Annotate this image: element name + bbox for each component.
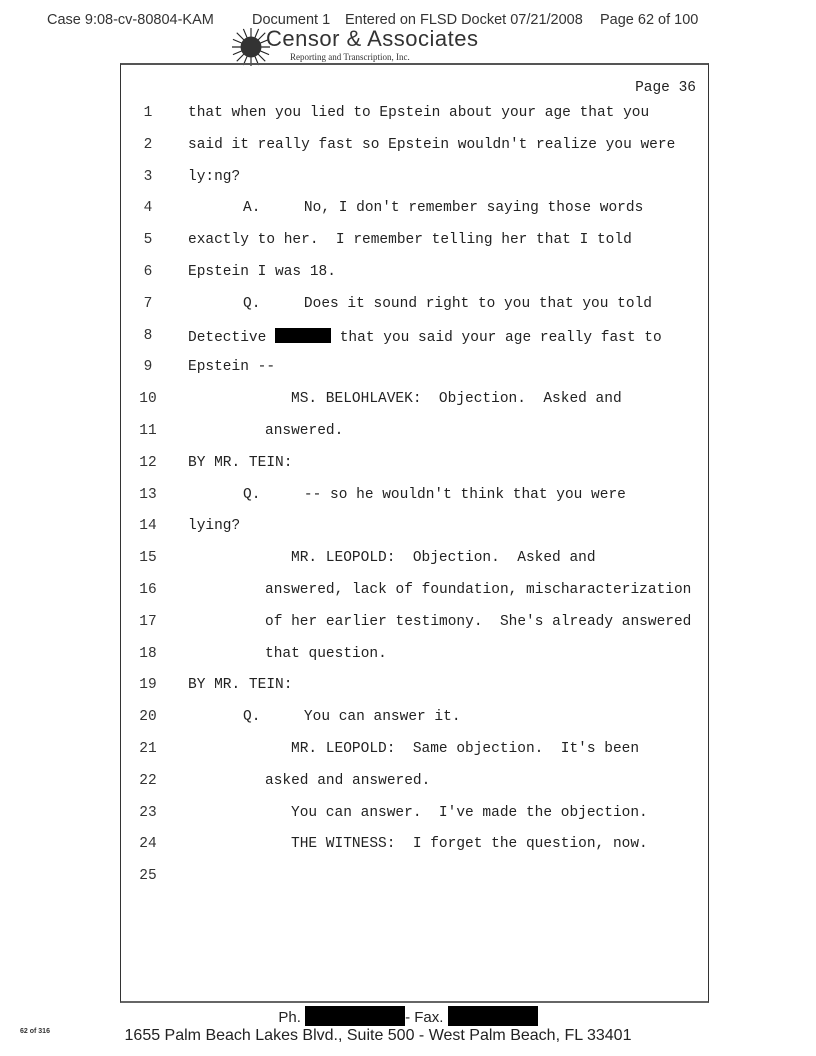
- line-text: A. No, I don't remember saying those wor…: [243, 200, 643, 216]
- line-text: lying?: [188, 518, 240, 534]
- line-text: ly:ng?: [188, 169, 240, 185]
- line-text-content: A. No, I don't remember saying those wor…: [243, 200, 644, 217]
- line-number: 25: [139, 868, 157, 885]
- pdf-page-count: 62 of 316: [20, 1028, 50, 1035]
- line-number: 1: [143, 105, 153, 121]
- line-number: 13: [139, 486, 157, 503]
- line-number: 8: [143, 327, 153, 344]
- line-number: 7: [143, 295, 153, 312]
- line-text: BY MR. TEIN:: [188, 455, 292, 471]
- line-number: 12: [139, 454, 157, 471]
- line-text: Epstein --: [188, 359, 275, 375]
- line-number: 16: [139, 582, 157, 598]
- line-text-content: You can answer. I've made the objection.: [291, 804, 648, 821]
- line-text: asked and answered.: [265, 773, 430, 789]
- line-number: 19: [139, 677, 157, 694]
- transcript-page: Page 36 1 that when you lied to Epstein a…: [120, 63, 709, 1003]
- line-number: 4: [143, 200, 153, 217]
- logo-name: Censor & Associates: [266, 26, 479, 51]
- line-number: 15: [139, 550, 157, 567]
- line-number: 2: [143, 136, 153, 153]
- line-number: 23: [139, 804, 157, 821]
- line-text-content: Epstein I was 18.: [188, 264, 336, 280]
- line-text-content: Detective: [188, 329, 267, 346]
- line-text-content: MS. BELOHLAVEK: Objection. Asked and: [291, 391, 622, 408]
- line-text-content: said it really fast so Epstein wouldn't …: [188, 136, 676, 153]
- line-text-content: that question.: [265, 645, 387, 662]
- line-text-content: THE WITNESS: I forget the question, now.: [291, 836, 648, 853]
- page-of-total: Page 62 of 100: [600, 12, 699, 28]
- line-number: 9: [143, 359, 153, 376]
- line-text: that when you lied to Epstein about your…: [188, 105, 649, 121]
- line-text: BY MR. TEIN:: [188, 677, 292, 693]
- fax-label: - Fax.: [405, 1009, 444, 1026]
- line-text-content: Q. -- so he wouldn't think that you were: [243, 486, 626, 503]
- line-number: 24: [139, 836, 157, 853]
- line-text-content: of her earlier testimony. She's already …: [265, 613, 692, 630]
- line-number: 10: [139, 391, 157, 408]
- case-number: Case 9:08-cv-80804-KAM: [47, 12, 214, 28]
- line-text: that question.: [265, 646, 387, 662]
- sun-logo-icon: [232, 28, 270, 66]
- line-text: MS. BELOHLAVEK: Objection. Asked and: [291, 391, 622, 407]
- line-number: 6: [143, 264, 153, 280]
- line-text: THE WITNESS: I forget the question, now.: [291, 836, 648, 852]
- contact-line: Ph. - Fax.: [0, 1006, 816, 1026]
- line-text-content: exactly to her. I remember telling her t…: [188, 232, 632, 249]
- redaction-box: [275, 327, 332, 343]
- document-number: Document 1: [252, 12, 331, 28]
- logo-subtitle: Reporting and Transcription, Inc.: [290, 52, 410, 62]
- line-text: exactly to her. I remember telling her t…: [188, 232, 632, 248]
- line-text: You can answer. I've made the objection.: [291, 805, 648, 821]
- line-number: 14: [139, 518, 157, 535]
- line-text-content: asked and answered.: [265, 772, 431, 789]
- line-text-content: BY MR. TEIN:: [188, 454, 293, 471]
- line-text: MR. LEOPOLD: Same objection. It's been: [291, 741, 639, 757]
- line-number: 3: [143, 168, 153, 185]
- line-text: said it really fast so Epstein wouldn't …: [188, 137, 675, 153]
- line-number: 5: [143, 232, 153, 249]
- line-text-content: BY MR. TEIN:: [188, 677, 293, 694]
- line-text: of her earlier testimony. She's already …: [265, 614, 691, 630]
- line-number: 18: [139, 645, 157, 662]
- line-text-content: MR. LEOPOLD: Same objection. It's been: [291, 741, 640, 757]
- line-text-content: that when you lied to Epstein about your…: [188, 105, 650, 121]
- line-text-content: lying?: [188, 518, 241, 535]
- redacted-phone: [305, 1006, 406, 1026]
- line-text: MR. LEOPOLD: Objection. Asked and: [291, 550, 596, 566]
- entered-date: Entered on FLSD Docket 07/21/2008: [345, 12, 583, 28]
- line-number: 17: [139, 613, 157, 630]
- line-text-content: ly:ng?: [188, 168, 241, 185]
- line-text: Detective that you said your age really …: [188, 327, 662, 346]
- address: 1655 Palm Beach Lakes Blvd., Suite 500 -…: [124, 1027, 632, 1044]
- line-text-content: answered.: [265, 423, 344, 439]
- line-text-content: MR. LEOPOLD: Objection. Asked and: [291, 550, 596, 567]
- line-text: Epstein I was 18.: [188, 264, 336, 280]
- line-text-content: Epstein --: [188, 359, 276, 376]
- line-number: 20: [139, 709, 157, 726]
- line-text-content: Q. You can answer it.: [243, 709, 461, 726]
- line-text: answered.: [265, 423, 343, 439]
- line-text: answered, lack of foundation, mischaract…: [265, 582, 691, 598]
- company-logo: Censor & Associates Reporting and Transc…: [232, 26, 572, 66]
- line-text-content: answered, lack of foundation, mischaract…: [265, 582, 692, 598]
- transcript-page-number: Page 36: [635, 80, 696, 96]
- line-text: Q. Does it sound right to you that you t…: [243, 296, 652, 312]
- line-text-after-redaction: that you said your age really fast to: [331, 329, 662, 346]
- phone-label: Ph.: [278, 1009, 301, 1026]
- line-number: 22: [139, 772, 157, 789]
- line-number: 21: [139, 741, 157, 757]
- line-number: 11: [139, 423, 157, 439]
- line-text: Q. -- so he wouldn't think that you were: [243, 487, 626, 503]
- line-text-content: Q. Does it sound right to you that you t…: [243, 295, 652, 312]
- line-text: Q. You can answer it.: [243, 709, 461, 725]
- redacted-fax: [447, 1006, 538, 1026]
